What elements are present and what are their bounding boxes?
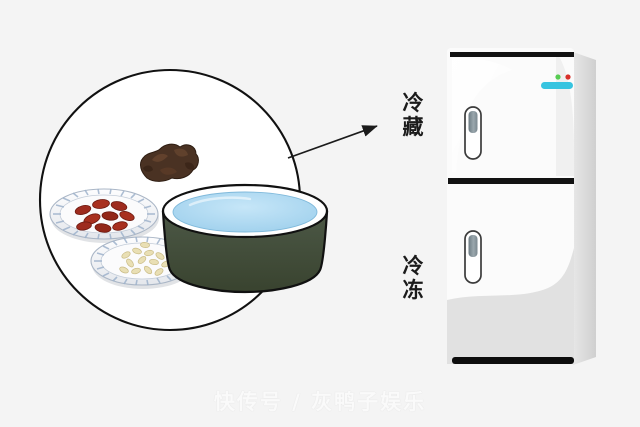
freezer-door-handle[interactable] [464,230,482,284]
red-indicator-light [565,74,571,80]
lotus-seeds [119,242,171,276]
freezer-compartment-label: 冷冻 [402,254,424,302]
watermark: 快传号 / 灰鸭子娱乐 [213,390,427,414]
fridge-door-handle[interactable] [464,106,482,160]
fridge-top-trim [450,52,574,57]
red-dates-plate [49,188,159,243]
green-indicator-light [555,74,561,80]
refrigerator [447,48,596,365]
red-dates [74,199,135,233]
ingredients-circle-group [38,68,329,332]
door-gloss-highlight [452,58,512,172]
control-panel[interactable] [541,74,573,89]
bowl-water [172,191,318,233]
fridge-base-trim [452,357,574,364]
freezer-door-shadow [447,248,574,364]
fridge-compartment-label: 冷藏 [402,91,424,139]
dried-mushrooms-icon [139,143,199,182]
control-panel-bar[interactable] [541,82,573,89]
fridge-side-panel [573,52,596,365]
water-bowl [161,183,329,294]
compartment-divider [448,178,574,184]
pointer-arrow [287,125,378,159]
